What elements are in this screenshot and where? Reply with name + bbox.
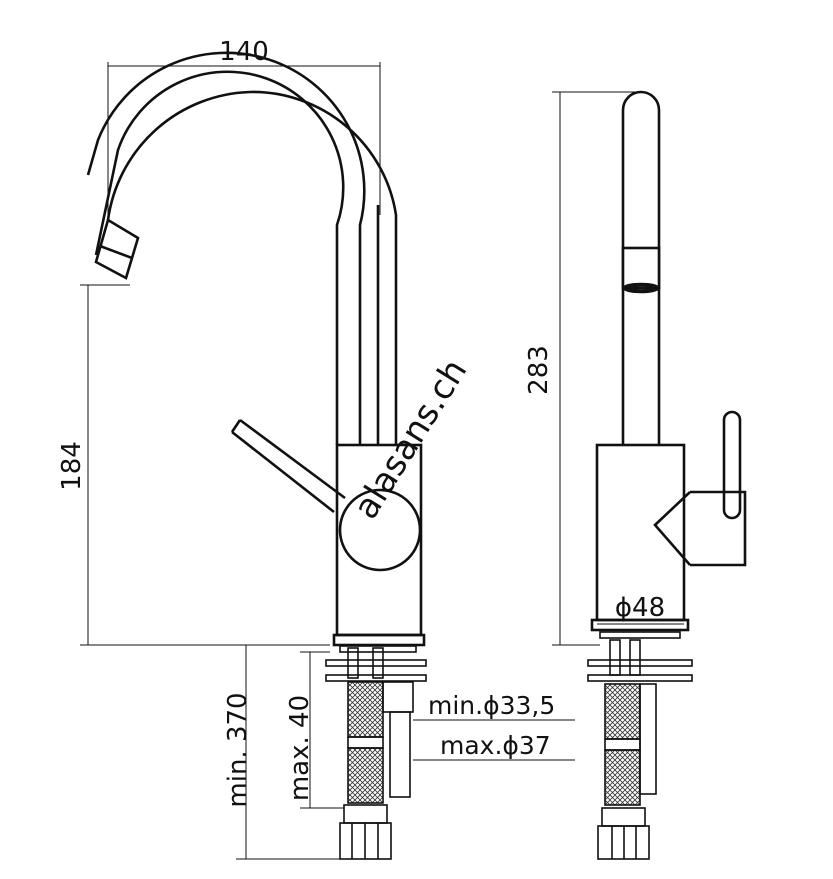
front-spout [86, 51, 398, 445]
side-spout [621, 90, 661, 445]
dim-hole [413, 719, 575, 761]
dim-140-label: 140 [219, 37, 269, 67]
side-lever [653, 410, 747, 567]
dim-max-40 [300, 651, 344, 809]
dim-140 [107, 62, 381, 220]
dim-max-hole-label: max.ϕ37 [440, 731, 551, 760]
side-base [590, 618, 690, 632]
dim-max-40-label: max. 40 [285, 695, 315, 801]
front-view: 140 184 min. 370 max. 40 min.ϕ33,5 max. [57, 37, 575, 860]
front-base [332, 633, 426, 647]
dim-min-hole-label: min.ϕ33,5 [428, 691, 555, 720]
front-mounting [325, 645, 427, 860]
dim-184 [80, 284, 330, 646]
dim-283-label: 283 [524, 345, 554, 395]
dim-48-label: ϕ48 [615, 593, 665, 623]
dim-184-label: 184 [57, 441, 87, 491]
watermark: alasans.ch [346, 352, 475, 526]
side-mounting [587, 631, 693, 860]
dim-min-370 [236, 644, 340, 860]
dim-min-370-label: min. 370 [223, 692, 253, 807]
dim-283 [552, 91, 640, 646]
side-view: 283 ϕ48 [524, 90, 747, 860]
front-lever [230, 418, 422, 572]
